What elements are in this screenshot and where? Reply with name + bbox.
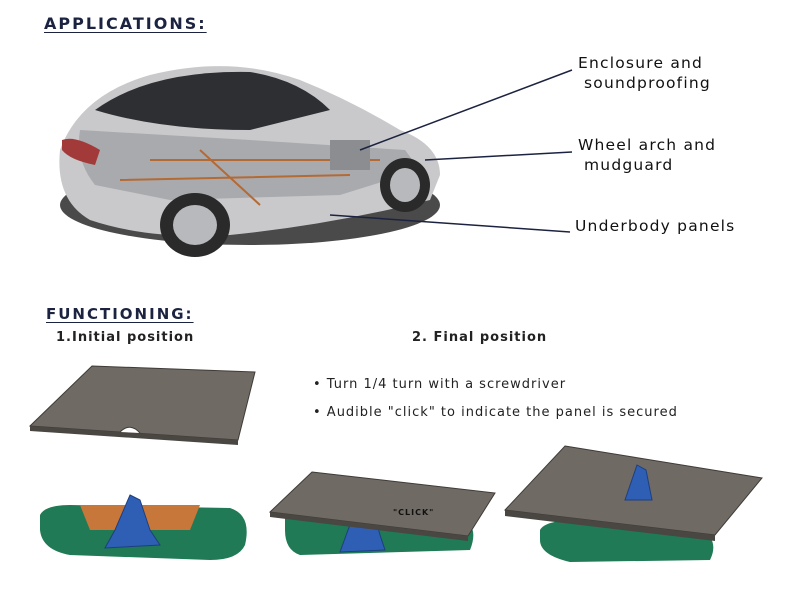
label-wheel-arch: Wheel arch and mudguard [578,135,716,175]
functioning-heading: FUNCTIONING: [46,305,194,323]
label-underbody: Underbody panels [575,217,736,235]
leader-line [329,214,571,233]
label-enclosure: Enclosure and soundproofing [578,53,711,93]
final-clip-assembly [268,471,496,555]
car-illustration [59,66,440,257]
applications-heading: APPLICATIONS: [44,14,207,33]
click-label: "CLICK" [393,508,435,517]
bullet-item: • Audible "click" to indicate the panel … [313,405,678,420]
bullet-item: • Turn 1/4 turn with a screwdriver [313,377,567,392]
leader-line [359,69,573,151]
leader-line [424,151,573,161]
step-2-label: 2. Final position [412,330,548,345]
secured-panel-assembly [503,445,763,562]
step-1-label: 1.Initial position [56,330,195,345]
label-line: soundproofing [584,74,711,92]
label-line: Enclosure and [578,54,704,72]
label-line: Wheel arch and [578,136,717,154]
label-line: mudguard [584,156,674,174]
initial-panel [28,365,256,445]
initial-clip-assembly [40,494,247,560]
